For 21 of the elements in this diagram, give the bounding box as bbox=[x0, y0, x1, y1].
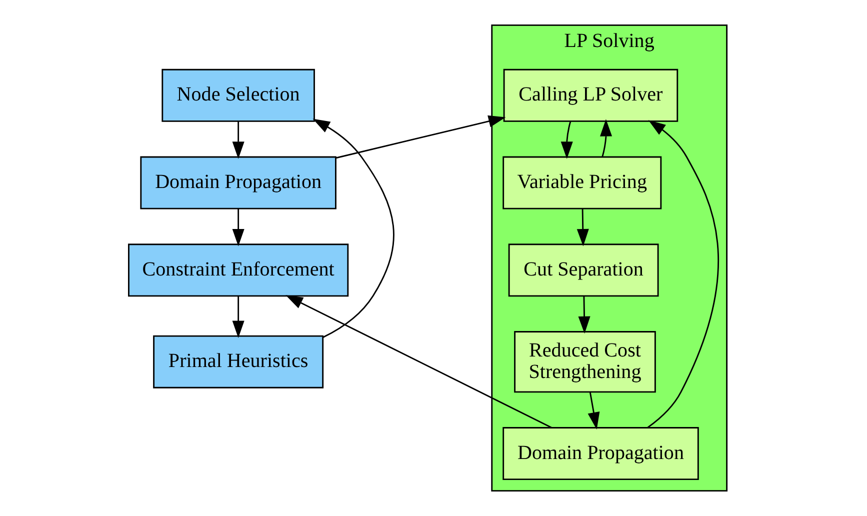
node-box: Variable Pricing bbox=[502, 156, 662, 210]
arrow bbox=[578, 296, 590, 334]
arrow bbox=[588, 392, 600, 430]
arrow bbox=[600, 119, 612, 157]
arrow bbox=[232, 121, 244, 159]
arrow bbox=[576, 208, 589, 246]
node-box: Primal Heuristics bbox=[153, 335, 324, 388]
node-box: Domain Propagation bbox=[140, 156, 336, 210]
node-box: Cut Separation bbox=[508, 244, 659, 297]
node-box: Constraint Enforcement bbox=[128, 244, 349, 297]
arrow bbox=[336, 115, 506, 159]
arrow bbox=[560, 121, 573, 159]
arrow bbox=[312, 118, 394, 338]
arrow bbox=[647, 120, 719, 428]
node-box: Domain Propagation bbox=[502, 427, 699, 480]
arrow bbox=[232, 296, 244, 338]
arrow bbox=[232, 208, 244, 246]
node-box: Reduced Cost Strengthening bbox=[514, 331, 656, 393]
node-box: Calling LP Solver bbox=[503, 68, 678, 122]
node-box: Node Selection bbox=[162, 68, 315, 122]
arrow bbox=[286, 295, 552, 428]
